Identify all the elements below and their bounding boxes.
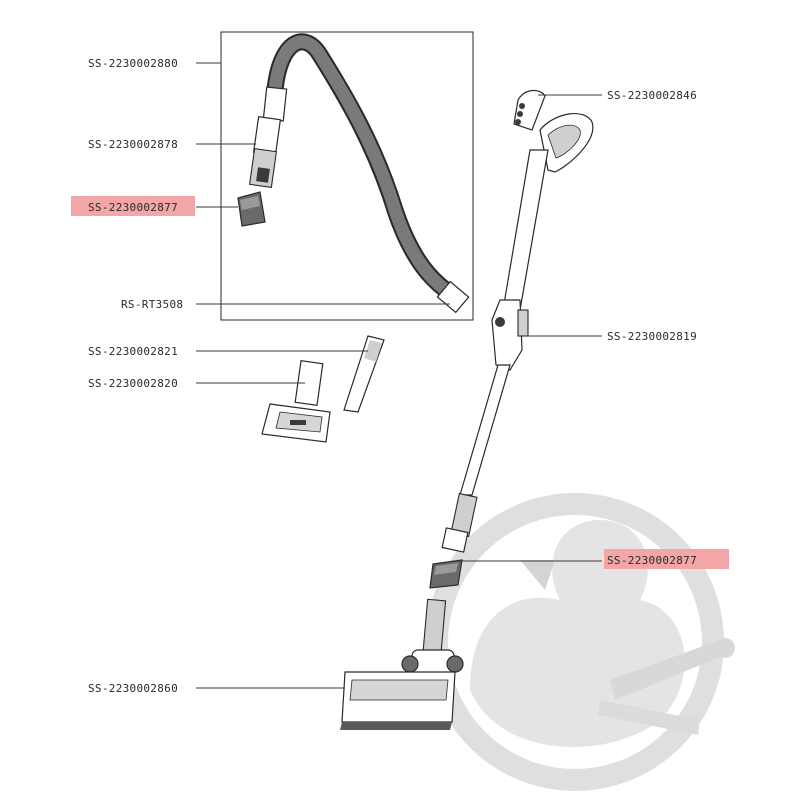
hose-cuff-part bbox=[248, 115, 282, 188]
handle-clip-part bbox=[513, 89, 546, 131]
highlight-adapter-top bbox=[71, 196, 195, 216]
duck-mechanic-logo-icon bbox=[426, 493, 735, 791]
label-handle-clip: SS-2230002846 bbox=[607, 89, 697, 102]
label-hose-cuff: SS-2230002878 bbox=[88, 138, 178, 151]
label-upholstery-tool: SS-2230002820 bbox=[88, 377, 178, 390]
label-adapter-top: SS-2230002877 bbox=[88, 201, 178, 214]
label-floor-nozzle: SS-2230002860 bbox=[88, 682, 178, 695]
label-hose-end: RS-RT3508 bbox=[121, 298, 183, 311]
label-hose: SS-2230002880 bbox=[88, 57, 178, 70]
floor-nozzle-part bbox=[340, 598, 464, 730]
leader-lines bbox=[196, 62, 602, 689]
label-crevice-tool: SS-2230002821 bbox=[88, 345, 178, 358]
hose-assembly-frame bbox=[220, 31, 474, 321]
adapter-bottom-part bbox=[429, 559, 463, 589]
upholstery-tool-part bbox=[261, 359, 331, 443]
highlight-adapter-bottom bbox=[604, 549, 729, 569]
label-tube-latch: SS-2230002819 bbox=[607, 330, 697, 343]
stick-vacuum-body bbox=[441, 113, 594, 553]
adapter-top-part bbox=[237, 191, 266, 227]
hose-part bbox=[262, 33, 470, 314]
crevice-tool-part bbox=[343, 335, 385, 413]
label-adapter-bottom: SS-2230002877 bbox=[607, 554, 697, 567]
